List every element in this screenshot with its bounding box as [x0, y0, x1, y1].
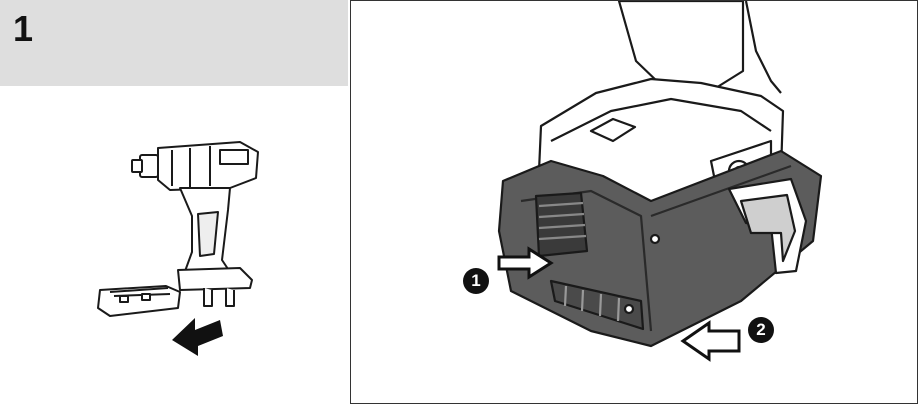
step-number: 1 [13, 8, 34, 49]
drill-body-icon [97, 141, 259, 356]
pull-arrow-icon [680, 320, 741, 362]
overview-illustration [80, 120, 280, 380]
callout-1: 1 [463, 268, 489, 294]
battery-release-detail [497, 1, 823, 362]
remove-direction-arrow-icon [172, 318, 223, 356]
battery-pack-icon [97, 285, 181, 317]
press-arrow-icon [497, 246, 554, 280]
detail-illustration-frame: 1 2 [350, 0, 918, 404]
callout-2: 2 [748, 317, 774, 343]
step-header: 1 [0, 0, 348, 86]
